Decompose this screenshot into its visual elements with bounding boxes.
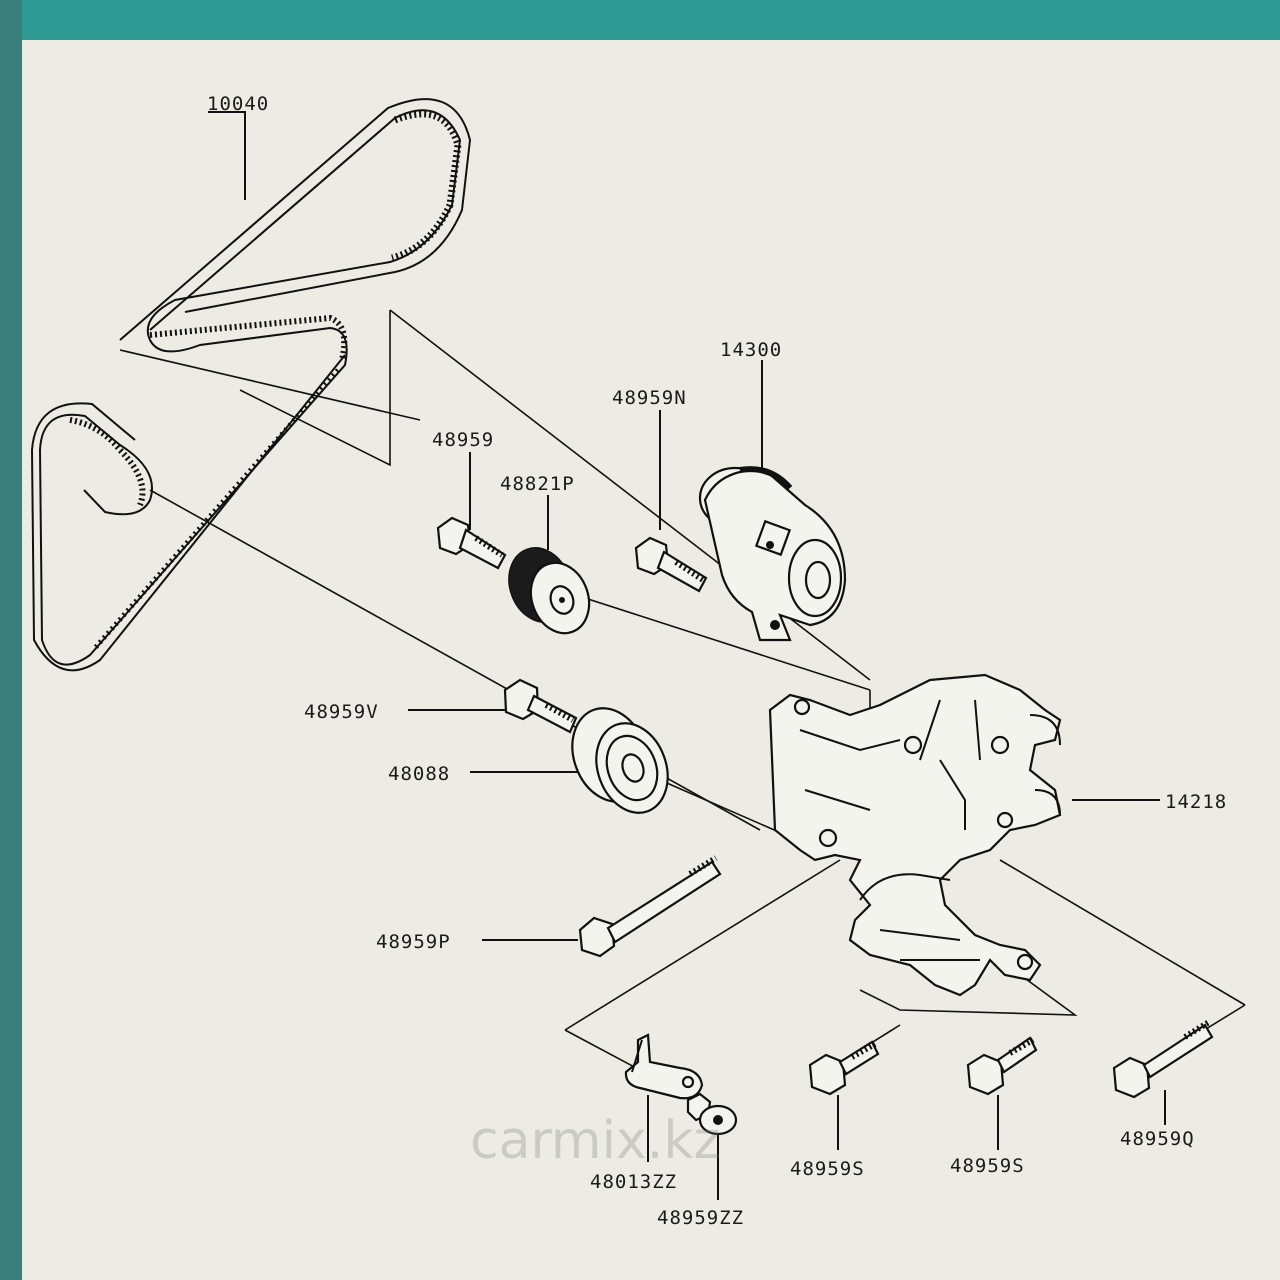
bolt-48959-icon[interactable] bbox=[436, 516, 507, 570]
bracket-14218-icon[interactable] bbox=[768, 673, 1062, 997]
screen-left-edge bbox=[0, 0, 22, 1280]
clip-48013zz-icon[interactable] bbox=[624, 1033, 704, 1100]
part-labels: 10040 14300 48959N 48959 48821P 48959V 4… bbox=[207, 93, 1227, 1229]
long-bolt-48959p-icon[interactable] bbox=[578, 855, 722, 958]
bolt-48959n-icon[interactable] bbox=[634, 536, 708, 593]
bolt-48959zz-icon[interactable] bbox=[686, 1092, 738, 1136]
bolt-48959s-2-icon[interactable] bbox=[966, 1036, 1038, 1096]
label-idler-pulley-mid: 48088 bbox=[388, 763, 450, 785]
label-idler-bolt-top: 48959 bbox=[432, 429, 494, 451]
idler-pulley-48821p-icon[interactable] bbox=[499, 539, 599, 641]
label-clip-bolt: 48959ZZ bbox=[657, 1207, 744, 1229]
watermark-logo: carmix.kz bbox=[470, 1111, 721, 1171]
label-bracket: 14218 bbox=[1165, 791, 1227, 813]
bolt-48959s-1-icon[interactable] bbox=[808, 1040, 880, 1096]
label-idler-bolt-mid: 48959V bbox=[304, 701, 379, 723]
drive-belt[interactable] bbox=[30, 98, 472, 672]
label-bolt-q: 48959Q bbox=[1120, 1128, 1195, 1150]
label-clip: 48013ZZ bbox=[590, 1171, 677, 1193]
label-bolt-s1: 48959S bbox=[790, 1158, 865, 1180]
leader-lines bbox=[208, 111, 1166, 1200]
tensioner-14300-icon[interactable] bbox=[698, 466, 847, 642]
screen-top-edge bbox=[0, 0, 1280, 40]
bolt-48959q-icon[interactable] bbox=[1112, 1019, 1214, 1099]
label-tensioner: 14300 bbox=[720, 339, 782, 361]
label-tensioner-bolt: 48959N bbox=[612, 387, 687, 409]
label-belt: 10040 bbox=[207, 93, 269, 115]
label-long-bolt: 48959P bbox=[376, 931, 451, 953]
idler-pulley-48088-icon[interactable] bbox=[560, 698, 680, 823]
label-idler-pulley-top: 48821P bbox=[500, 473, 575, 495]
label-bolt-s2: 48959S bbox=[950, 1155, 1025, 1177]
bolt-48959v-icon[interactable] bbox=[503, 678, 578, 734]
